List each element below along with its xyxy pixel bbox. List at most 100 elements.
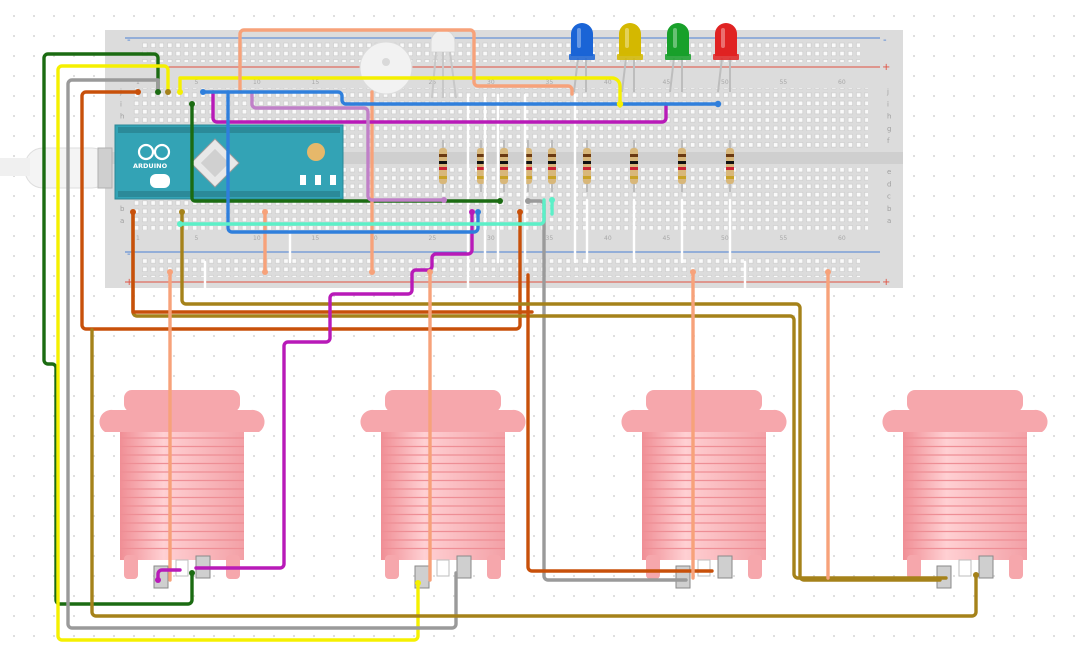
button-terminal — [978, 555, 994, 579]
led-leg — [717, 57, 723, 93]
rail-label-plus-tr: + — [882, 62, 890, 73]
column-number: 60 — [838, 235, 846, 242]
rail-label-plus-br: + — [882, 277, 890, 288]
column-number: 1 — [136, 79, 140, 86]
arcade-button[interactable] — [621, 390, 787, 589]
led-rim — [713, 54, 739, 60]
arcade-button[interactable] — [360, 390, 526, 589]
arcade-button[interactable] — [882, 390, 1048, 589]
column-number: 1 — [136, 235, 140, 242]
row-letter: d — [887, 180, 891, 188]
button-switch — [436, 559, 450, 577]
wire-orange-2 — [131, 210, 948, 580]
resistor — [583, 140, 591, 192]
arcade-buttons — [99, 390, 1048, 589]
arduino-logo-right — [153, 143, 171, 161]
wire-purple — [211, 90, 668, 124]
column-number: 50 — [721, 79, 729, 86]
row-letter: g — [887, 125, 891, 133]
column-number: 55 — [780, 79, 788, 86]
row-letter: i — [887, 100, 889, 108]
column-number: 10 — [253, 235, 261, 242]
wire-dark-green — [42, 52, 194, 606]
sensor-leg-3 — [449, 51, 457, 99]
button-foot — [385, 555, 399, 579]
column-number: 40 — [604, 235, 612, 242]
sensor-body — [430, 29, 456, 53]
led-leg — [573, 57, 579, 93]
wire-salmon-top — [238, 28, 574, 96]
resistor — [477, 140, 485, 192]
button-dome — [646, 390, 762, 412]
rail-label-minus-tr: - — [883, 35, 887, 46]
led-green — [665, 23, 691, 93]
bottom-rail-holes — [140, 257, 860, 277]
led-leg — [669, 57, 675, 93]
button-switch — [175, 559, 189, 577]
buzzer-body — [359, 41, 413, 95]
button-switch — [697, 559, 711, 577]
button-foot — [124, 555, 138, 579]
arduino-reset-area — [150, 174, 170, 188]
button-housing — [381, 432, 505, 560]
wire-orange-4 — [526, 273, 714, 573]
button-foot — [1009, 555, 1023, 579]
arduino-led-2 — [315, 175, 321, 185]
button-terminal — [717, 555, 733, 579]
wire-yellow-top — [178, 76, 622, 108]
button-housing — [903, 432, 1027, 560]
led-rim — [665, 54, 691, 60]
button-cap — [360, 409, 526, 432]
wire-gray — [66, 78, 458, 630]
led-body — [715, 23, 737, 56]
led-shine — [577, 28, 581, 48]
button-dome — [124, 390, 240, 412]
row-letter: c — [887, 193, 891, 201]
resistor — [548, 140, 556, 192]
column-number: 60 — [838, 79, 846, 86]
wire-dark-green-2 — [190, 102, 502, 203]
led-rim — [569, 54, 595, 60]
column-number: 5 — [195, 235, 199, 242]
wire-brown-2 — [90, 328, 978, 618]
resistors — [439, 140, 734, 192]
led-leg — [621, 57, 627, 93]
arcade-button[interactable] — [99, 390, 265, 589]
row-letter: e — [887, 168, 891, 176]
wires — [42, 28, 978, 642]
button-housing — [642, 432, 766, 560]
row-letter: a — [887, 217, 891, 225]
row-letter: h — [120, 113, 124, 121]
led-blue — [569, 23, 595, 93]
column-number: 35 — [546, 79, 554, 86]
wire-orange-3 — [131, 210, 534, 314]
button-terminal — [456, 555, 472, 579]
column-number: 35 — [546, 235, 554, 242]
resistor — [678, 140, 686, 192]
button-cap — [99, 409, 265, 432]
row-letter: i — [120, 100, 122, 108]
led-body — [619, 23, 641, 56]
row-letter: b — [120, 205, 125, 213]
arduino-crystal — [307, 143, 325, 161]
button-foot — [748, 555, 762, 579]
button-foot — [487, 555, 501, 579]
temperature-sensor — [430, 29, 457, 99]
resistor — [439, 140, 447, 192]
button-housing — [120, 432, 244, 560]
button-dome — [385, 390, 501, 412]
wire-orange — [80, 90, 522, 331]
column-number: 30 — [487, 235, 495, 242]
button-switch — [958, 559, 972, 577]
arduino-led-1 — [300, 175, 306, 185]
column-number: 25 — [429, 235, 437, 242]
led-row — [569, 23, 739, 93]
row-letter: b — [887, 205, 892, 213]
resistor — [630, 140, 638, 192]
wire-gray-2 — [526, 199, 688, 582]
button-foot — [646, 555, 660, 579]
wire-blue — [201, 90, 720, 106]
row-letter: j — [886, 88, 889, 96]
column-number: 5 — [195, 79, 199, 86]
